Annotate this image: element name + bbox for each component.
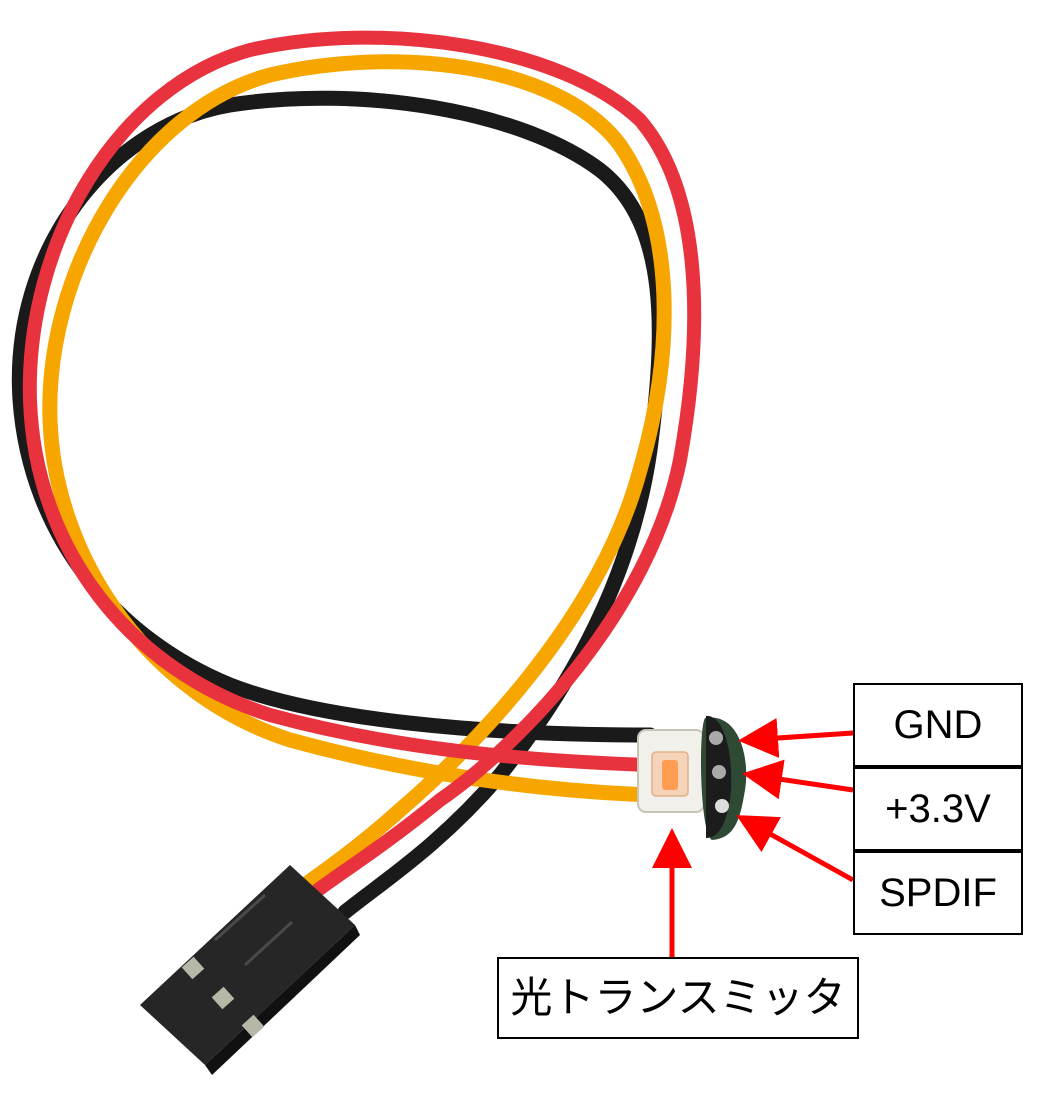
pcb-board: [700, 715, 747, 840]
gnd-label: GND: [853, 683, 1023, 767]
vcc-label: +3.3V: [853, 767, 1023, 851]
optical-transmitter: [637, 729, 705, 813]
gnd-arrow: [738, 718, 854, 758]
transmitter-label: 光トランスミッタ: [497, 957, 859, 1039]
spdif-arrow: [736, 815, 855, 883]
dupont-connector: [140, 865, 360, 1075]
yellow-wire: [42, 54, 672, 903]
red-wire: [22, 30, 702, 897]
vcc-arrow: [742, 759, 854, 800]
spdif-label: SPDIF: [853, 851, 1023, 935]
